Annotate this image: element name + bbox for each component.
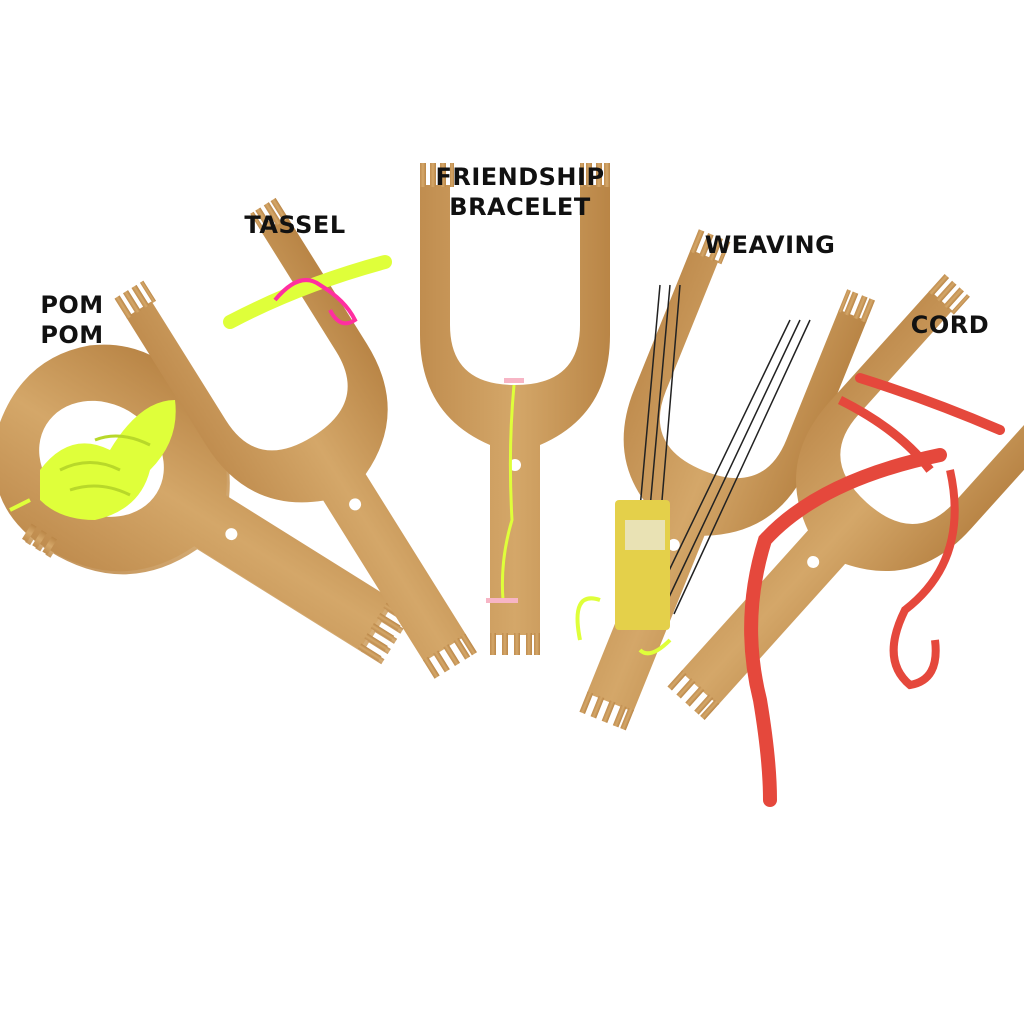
label-cord: CORD: [910, 311, 990, 339]
label-pom-pom: POM POM: [40, 291, 104, 349]
tassel-loom: [114, 197, 537, 716]
weaving-woven-section: [575, 500, 672, 656]
weaving-warp-threads: [629, 284, 811, 621]
cord-braid: [744, 373, 1005, 807]
bracelet-thread: [486, 378, 524, 603]
weaving-loom: [514, 229, 875, 757]
label-tassel: TASSEL: [244, 211, 346, 239]
label-weaving: WEAVING: [704, 231, 836, 259]
tassel-yarn: [223, 255, 392, 329]
pom-pom-loom: [0, 304, 456, 737]
friendship-bracelet-loom: [420, 163, 610, 655]
label-friendship-bracelet: FRIENDSHIP BRACELET: [435, 163, 605, 221]
pom-pom-yarn: [9, 400, 176, 520]
cord-loom: [615, 274, 1024, 807]
